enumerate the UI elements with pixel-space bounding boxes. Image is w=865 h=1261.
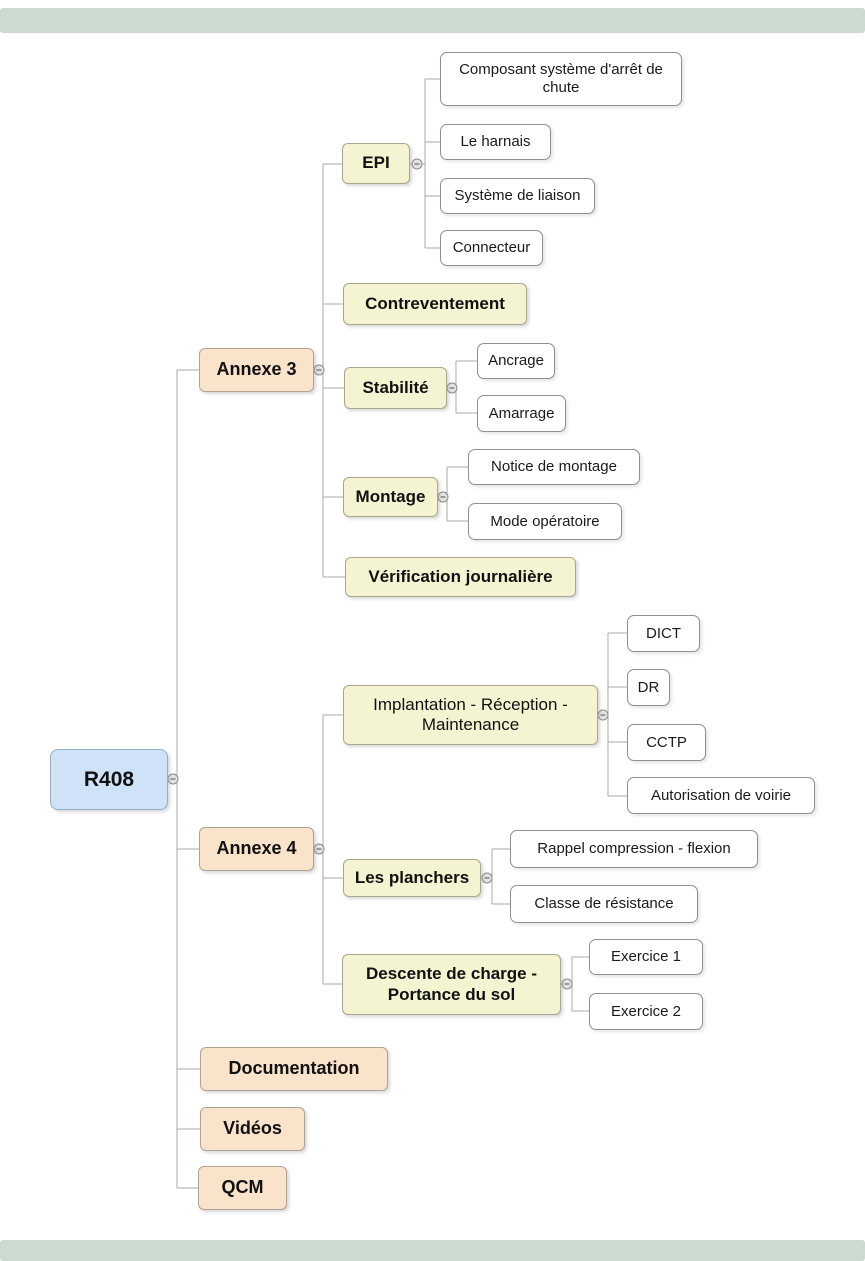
top-toolbar-bar bbox=[0, 8, 865, 33]
node-classe-de-resistance[interactable]: Classe de résistance bbox=[510, 885, 698, 923]
bottom-toolbar-bar bbox=[0, 1240, 865, 1261]
node-composant-systeme-arret-chute[interactable]: Composant système d'arrêt de chute bbox=[440, 52, 682, 106]
node-r408[interactable]: R408 bbox=[50, 749, 168, 810]
collapse-button-epi[interactable] bbox=[411, 158, 423, 170]
node-notice-de-montage[interactable]: Notice de montage bbox=[468, 449, 640, 485]
node-ancrage[interactable]: Ancrage bbox=[477, 343, 555, 379]
node-connecteur[interactable]: Connecteur bbox=[440, 230, 543, 266]
collapse-button-annexe-3[interactable] bbox=[313, 364, 325, 376]
node-cctp[interactable]: CCTP bbox=[627, 724, 706, 761]
node-mode-operatoire[interactable]: Mode opératoire bbox=[468, 503, 622, 540]
node-annexe-3[interactable]: Annexe 3 bbox=[199, 348, 314, 392]
collapse-button-les-planchers[interactable] bbox=[481, 872, 493, 884]
collapse-button-montage[interactable] bbox=[437, 491, 449, 503]
node-annexe-4[interactable]: Annexe 4 bbox=[199, 827, 314, 871]
node-autorisation-de-voirie[interactable]: Autorisation de voirie bbox=[627, 777, 815, 814]
node-le-harnais[interactable]: Le harnais bbox=[440, 124, 551, 160]
node-montage[interactable]: Montage bbox=[343, 477, 438, 517]
node-exercice-2[interactable]: Exercice 2 bbox=[589, 993, 703, 1030]
node-stabilite[interactable]: Stabilité bbox=[344, 367, 447, 409]
collapse-button-stabilite[interactable] bbox=[446, 382, 458, 394]
node-dict[interactable]: DICT bbox=[627, 615, 700, 652]
node-les-planchers[interactable]: Les planchers bbox=[343, 859, 481, 897]
node-dr[interactable]: DR bbox=[627, 669, 670, 706]
node-verification-journaliere[interactable]: Vérification journalière bbox=[345, 557, 576, 597]
collapse-button-descente[interactable] bbox=[561, 978, 573, 990]
node-implantation-reception-maintenance[interactable]: Implantation - Réception - Maintenance bbox=[343, 685, 598, 745]
connector-lines bbox=[168, 78, 627, 1189]
node-videos[interactable]: Vidéos bbox=[200, 1107, 305, 1151]
node-descente-de-charge[interactable]: Descente de charge - Portance du sol bbox=[342, 954, 561, 1015]
node-rappel-compression-flexion[interactable]: Rappel compression - flexion bbox=[510, 830, 758, 868]
node-qcm[interactable]: QCM bbox=[198, 1166, 287, 1210]
node-documentation[interactable]: Documentation bbox=[200, 1047, 388, 1091]
node-epi[interactable]: EPI bbox=[342, 143, 410, 184]
collapse-button-r408[interactable] bbox=[167, 773, 179, 785]
collapse-button-annexe-4[interactable] bbox=[313, 843, 325, 855]
node-exercice-1[interactable]: Exercice 1 bbox=[589, 939, 703, 975]
collapse-button-implantation[interactable] bbox=[597, 709, 609, 721]
node-systeme-de-liaison[interactable]: Système de liaison bbox=[440, 178, 595, 214]
node-contreventement[interactable]: Contreventement bbox=[343, 283, 527, 325]
node-amarrage[interactable]: Amarrage bbox=[477, 395, 566, 432]
